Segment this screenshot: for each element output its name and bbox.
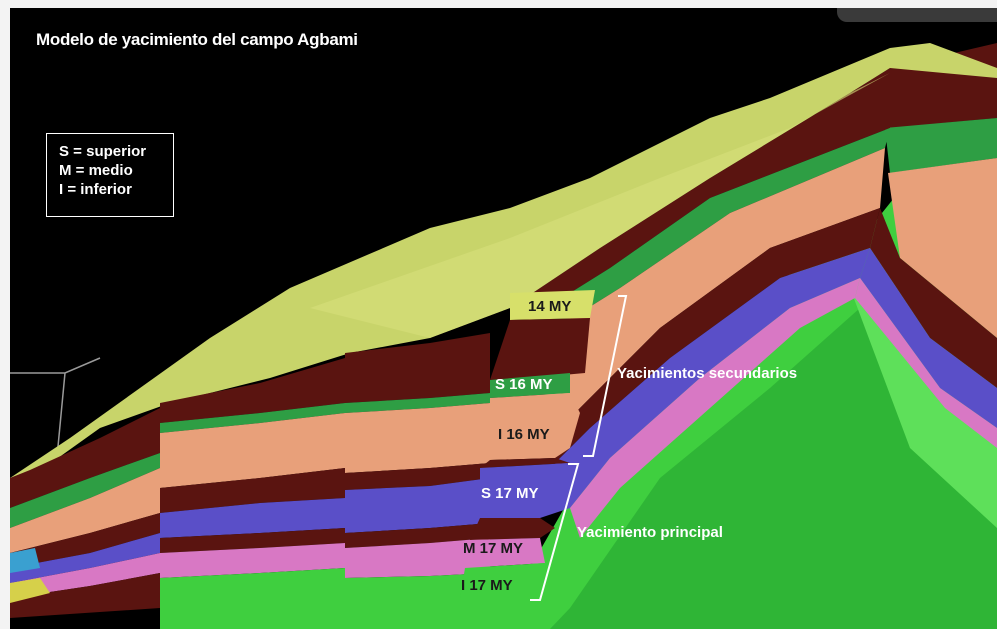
corner-tab	[837, 8, 997, 22]
column-brown-3	[470, 518, 555, 540]
column-m17my	[465, 538, 545, 568]
block3-basement	[345, 573, 490, 629]
block2-brown-2	[160, 468, 345, 513]
reservoir-model-illustration	[10, 43, 997, 629]
block3-brown-1	[345, 333, 490, 403]
block3-pink	[345, 538, 490, 578]
label-s17my: S 17 MY	[481, 485, 539, 502]
left-salmon	[10, 468, 160, 553]
column-brown-1	[490, 318, 590, 380]
left-brown-3	[10, 573, 160, 618]
flank-pink	[855, 278, 997, 448]
label-s16my: S 16 MY	[495, 376, 553, 393]
slope-brown-1	[510, 68, 890, 318]
label-i17my: I 17 MY	[461, 577, 513, 594]
block3-brown-2	[345, 463, 490, 490]
slope-blue	[555, 248, 870, 508]
basement-green-dark	[550, 308, 997, 629]
slope-brown-2	[550, 208, 880, 463]
column-i17my	[460, 563, 550, 598]
label-14my: 14 MY	[528, 298, 572, 315]
left-cyan-patch	[10, 548, 40, 573]
reservoir-model-figure: Modelo de yacimiento del campo Agbami S …	[10, 8, 997, 629]
flank-salmon	[888, 158, 997, 338]
block3-salmon	[345, 403, 490, 473]
block2-basement	[160, 568, 345, 629]
column-s17my	[480, 463, 570, 518]
flank-brown	[870, 208, 997, 388]
flank-green	[885, 118, 997, 173]
left-blue	[10, 533, 160, 583]
left-green	[10, 453, 160, 528]
left-brown-1	[10, 408, 160, 508]
column-14my	[510, 290, 595, 320]
flank-blue	[860, 248, 997, 428]
block2-blue	[160, 498, 345, 538]
figure-title: Modelo de yacimiento del campo Agbami	[36, 30, 358, 49]
legend-box: S = superior M = medio I = inferior	[46, 133, 174, 217]
bracket-secondary	[583, 295, 628, 457]
label-i16my: I 16 MY	[498, 426, 550, 443]
column-s16my	[490, 373, 570, 398]
slope-pink	[570, 278, 860, 538]
legend-item-superior: S = superior	[59, 143, 147, 160]
block2-pink	[160, 543, 345, 578]
label-yacimientos-secundarios: Yacimientos secundarios	[617, 365, 798, 382]
block3-brown-3	[345, 523, 490, 548]
column-brown-2	[480, 458, 570, 468]
block2-salmon	[160, 413, 345, 488]
block2-brown-3	[160, 528, 345, 553]
bracket-principal	[530, 463, 580, 601]
left-brown-2	[10, 513, 160, 568]
left-yellow-patch	[10, 578, 50, 603]
legend-item-inferior: I = inferior	[59, 181, 132, 198]
column-i16my	[490, 393, 580, 460]
top-surface-highlight	[310, 73, 890, 338]
label-m17my: M 17 MY	[463, 540, 524, 557]
slope-green	[530, 128, 890, 338]
legend-item-medio: M = medio	[59, 162, 133, 179]
block3-green	[345, 393, 490, 413]
block2-brown-1	[160, 358, 345, 423]
block3-blue	[345, 478, 490, 533]
block2-green	[160, 403, 345, 433]
label-yacimiento-principal: Yacimiento principal	[577, 524, 723, 541]
slope-salmon	[540, 148, 885, 438]
left-pink	[10, 553, 160, 598]
